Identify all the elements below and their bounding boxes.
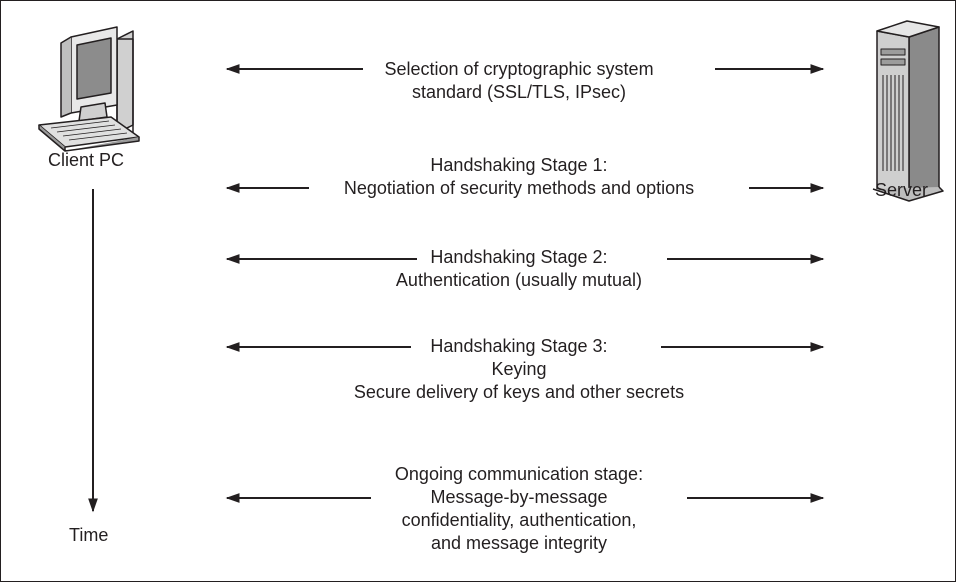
stage-line: Message-by-message — [430, 487, 608, 507]
stage-line: Handshaking Stage 3: — [430, 336, 608, 356]
stage-line: and message integrity — [430, 533, 608, 553]
stage-handshake-1: Handshaking Stage 1: Negotiation of secu… — [301, 154, 737, 200]
server-label: Server — [875, 180, 929, 200]
stage-line: Authentication (usually mutual) — [395, 270, 643, 290]
stage-line: confidentiality, authentication, — [401, 510, 637, 530]
stage-line: Handshaking Stage 2: — [430, 247, 608, 267]
stage-line: standard (SSL/TLS, IPsec) — [411, 82, 627, 102]
stage-line: Ongoing communication stage: — [394, 464, 644, 484]
stage-line: Negotiation of security methods and opti… — [343, 178, 695, 198]
stage-selection: Selection of cryptographic system standa… — [301, 58, 737, 104]
stage-handshake-2: Handshaking Stage 2: Authentication (usu… — [301, 246, 737, 292]
server-icon — [872, 20, 944, 202]
stage-ongoing: Ongoing communication stage: Message-by-… — [301, 463, 737, 555]
stage-line: Keying — [491, 359, 547, 379]
client-pc-label: Client PC — [48, 150, 125, 170]
stage-line: Secure delivery of keys and other secret… — [353, 382, 685, 402]
client-pc-icon — [38, 26, 140, 152]
stage-handshake-3: Handshaking Stage 3: Keying Secure deliv… — [301, 335, 737, 404]
time-label: Time — [69, 525, 109, 545]
stage-line: Handshaking Stage 1: — [430, 155, 608, 175]
stage-line: Selection of cryptographic system — [384, 59, 654, 79]
